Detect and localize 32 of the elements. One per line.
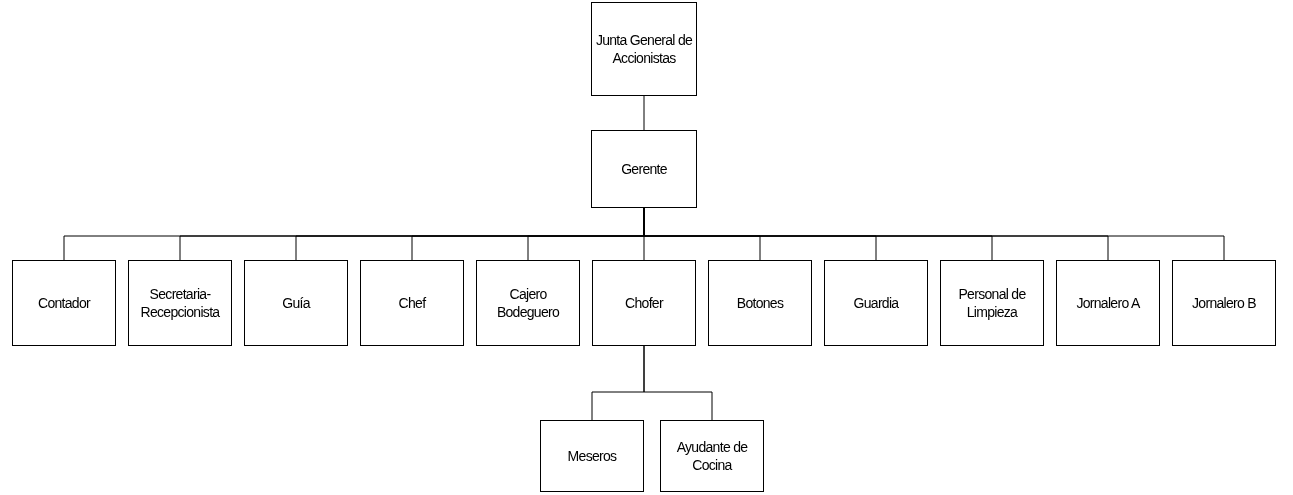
role-label: Gerente bbox=[621, 159, 667, 179]
role-label: Jornalero B bbox=[1192, 293, 1256, 313]
role-label: Guardia bbox=[853, 293, 899, 313]
role-label: Chofer bbox=[625, 293, 663, 313]
org-box bbox=[708, 260, 812, 346]
connector-line bbox=[643, 95, 645, 131]
org-box bbox=[476, 260, 580, 346]
org-box bbox=[1172, 260, 1276, 346]
org-box bbox=[591, 130, 697, 208]
org-box bbox=[540, 420, 644, 492]
role-label: Guía bbox=[282, 293, 310, 313]
role-label: Cajero Bodeguero bbox=[495, 284, 561, 322]
role-label: Botones bbox=[736, 293, 784, 313]
role-label: Personal de Limpieza bbox=[957, 284, 1027, 322]
org-box bbox=[244, 260, 348, 346]
org-box bbox=[1056, 260, 1160, 346]
role-label: Contador bbox=[38, 293, 90, 313]
org-box bbox=[940, 260, 1044, 346]
connector-line bbox=[643, 345, 713, 421]
role-label: Secretaria-Recepcionista bbox=[139, 284, 221, 322]
role-label: Chef bbox=[398, 293, 426, 313]
org-box bbox=[660, 420, 764, 492]
role-label: Jornalero A bbox=[1076, 293, 1140, 313]
role-label: Meseros bbox=[567, 446, 617, 466]
role-label: Junta General de Accionistas bbox=[594, 30, 694, 68]
org-box bbox=[591, 2, 697, 96]
org-box bbox=[128, 260, 232, 346]
org-box bbox=[12, 260, 116, 346]
role-label: Ayudante de Cocina bbox=[675, 437, 749, 475]
org-box bbox=[592, 260, 696, 346]
org-box bbox=[360, 260, 464, 346]
org-box bbox=[824, 260, 928, 346]
